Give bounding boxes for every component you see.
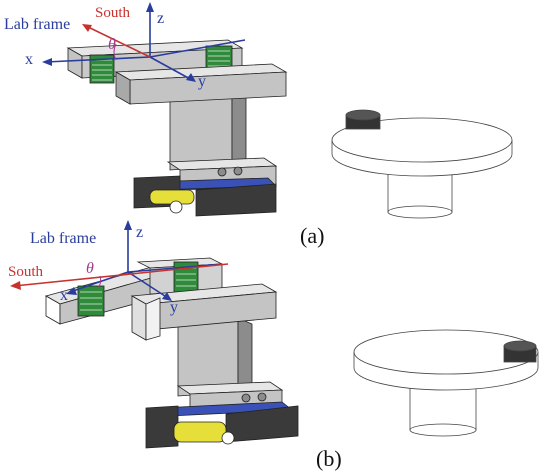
axes-b (10, 220, 229, 301)
axis-y-label-a: y (198, 73, 206, 90)
front-crossbar-b-end (131, 295, 147, 341)
apparatus-a (66, 39, 288, 217)
rotating-disk-b (353, 329, 539, 437)
shaft-a (149, 189, 195, 205)
axis-x-label-b: x (60, 287, 68, 304)
axis-x-label-a: x (25, 51, 33, 68)
panel-a: Lab frame South z x y θ (a) (4, 2, 513, 248)
base-left-b (145, 405, 179, 449)
front-crossbar-b-end2 (145, 297, 161, 341)
panel-label-a: (a) (300, 223, 324, 248)
lab-frame-label-b: Lab frame (30, 230, 96, 247)
base-right-a (195, 183, 277, 217)
axis-y-label-b: y (170, 299, 178, 316)
panel-b: Lab frame South z x y θ (b) (8, 220, 539, 471)
axes-a (42, 2, 246, 82)
panel-label-b: (b) (316, 446, 342, 471)
theta-label-b: θ (86, 260, 94, 277)
axis-z-label-b: z (136, 224, 143, 241)
rotating-disk-a (331, 109, 513, 219)
south-label-a: South (95, 5, 131, 21)
shaft-b (173, 421, 227, 443)
axis-z-label-a: z (157, 10, 164, 27)
south-label-b: South (8, 264, 44, 280)
theta-label-a: θ (108, 36, 116, 53)
lab-frame-label-a: Lab frame (4, 16, 70, 33)
front-crossbar-a-end (115, 71, 131, 105)
coil-left-b (77, 285, 105, 317)
